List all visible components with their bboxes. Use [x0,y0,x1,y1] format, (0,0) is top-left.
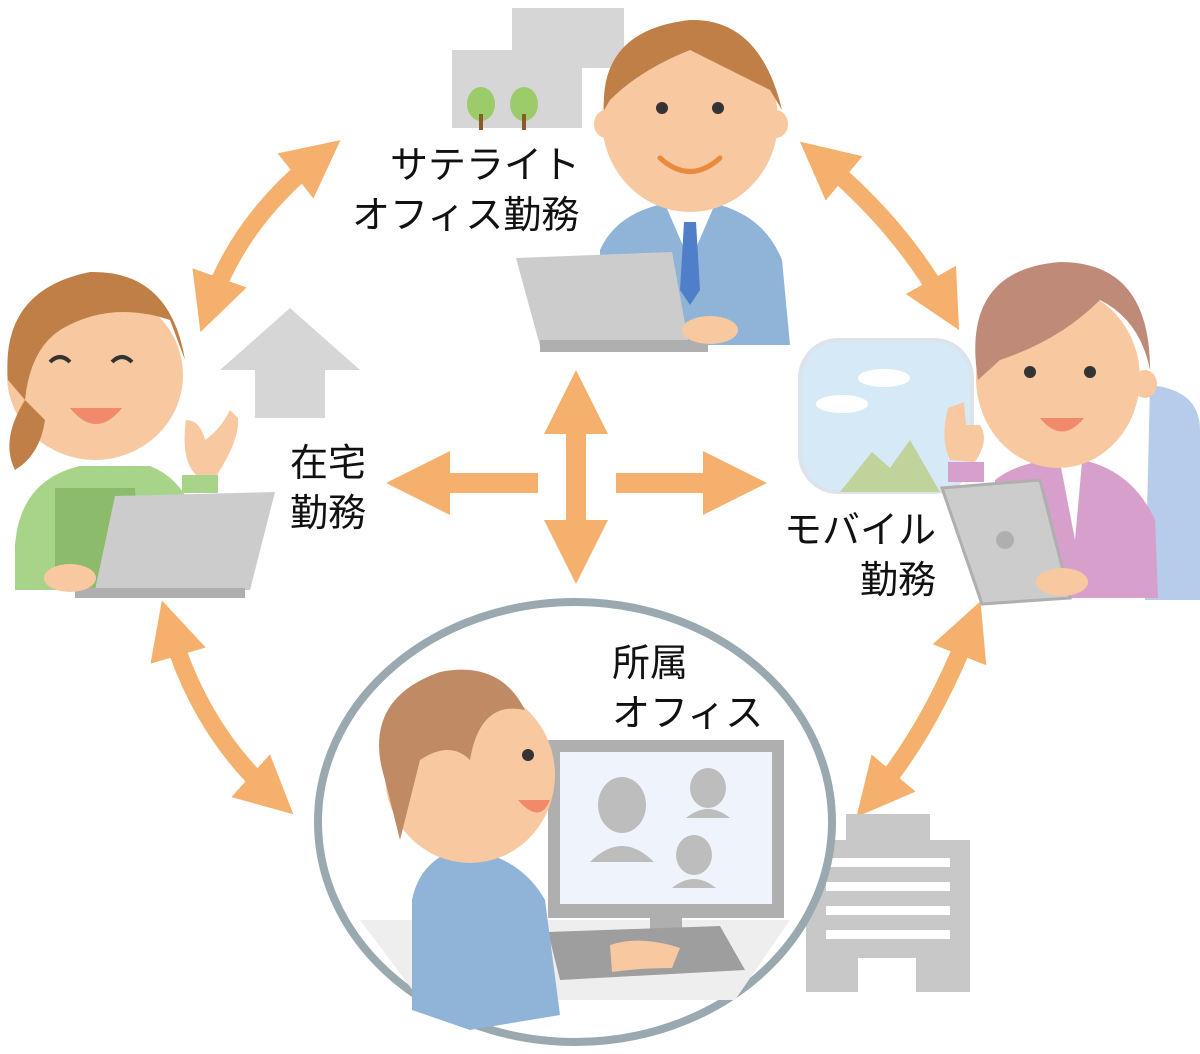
home-worker [7,272,275,598]
label-office-line1: 所属 [612,638,763,688]
arrow-mobile-office [875,628,970,795]
arrow-satellite-mobile [822,160,945,305]
mobile-worker [942,262,1200,604]
airplane-window-icon [800,340,972,492]
house-arrow-icon [220,308,360,418]
arrow-home-satellite [210,158,318,305]
label-mobile-line1: モバイル [768,505,936,555]
label-home-line2: 勤務 [290,488,366,538]
label-mobile-work: モバイル 勤務 [768,505,936,605]
label-office-line2: オフィス [612,688,763,738]
label-mobile-line2: 勤務 [768,555,936,605]
label-home-work: 在宅 勤務 [290,438,366,538]
arrow-home-office [170,628,272,795]
label-satellite-line1: サテライト [352,140,580,190]
label-satellite-line2: オフィス勤務 [352,190,580,240]
label-home-line1: 在宅 [290,438,366,488]
building-with-trees-icon [452,8,624,130]
label-home-office: 所属 オフィス [612,638,763,738]
label-satellite-office: サテライト オフィス勤務 [352,140,580,240]
